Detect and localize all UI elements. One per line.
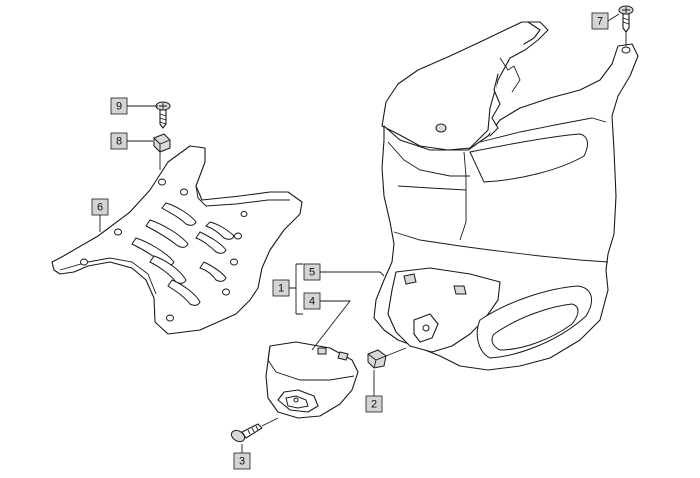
clip-nut-part-8 — [153, 133, 171, 170]
callout-label: 1 — [278, 283, 284, 295]
glovebox-lid-part-4 — [265, 341, 359, 419]
callout-label: 9 — [116, 101, 122, 113]
callout-label: 5 — [309, 267, 315, 279]
callout-4: 4 — [303, 292, 321, 310]
callout-label: 6 — [97, 202, 103, 214]
screw-part-3 — [230, 417, 279, 443]
callout-label: 7 — [597, 16, 603, 28]
callout-2: 2 — [365, 395, 383, 413]
callout-5: 5 — [303, 263, 321, 281]
callout-9: 9 — [110, 97, 128, 115]
screw-part-7 — [618, 5, 634, 54]
callout-6: 6 — [91, 198, 109, 216]
callout-label: 3 — [239, 456, 245, 468]
floor-mat-part — [51, 145, 303, 335]
callout-1: 1 — [272, 279, 290, 297]
callout-label: 4 — [309, 296, 315, 308]
callout-label: 2 — [371, 399, 377, 411]
callout-8: 8 — [110, 132, 128, 150]
leader-lines — [99, 13, 620, 453]
clip-part-2 — [367, 347, 407, 369]
callout-label: 8 — [116, 136, 122, 148]
callout-3: 3 — [233, 452, 251, 470]
callout-7: 7 — [591, 12, 609, 30]
leg-shield-part-5 — [373, 21, 639, 371]
screw-part-9 — [155, 101, 171, 129]
